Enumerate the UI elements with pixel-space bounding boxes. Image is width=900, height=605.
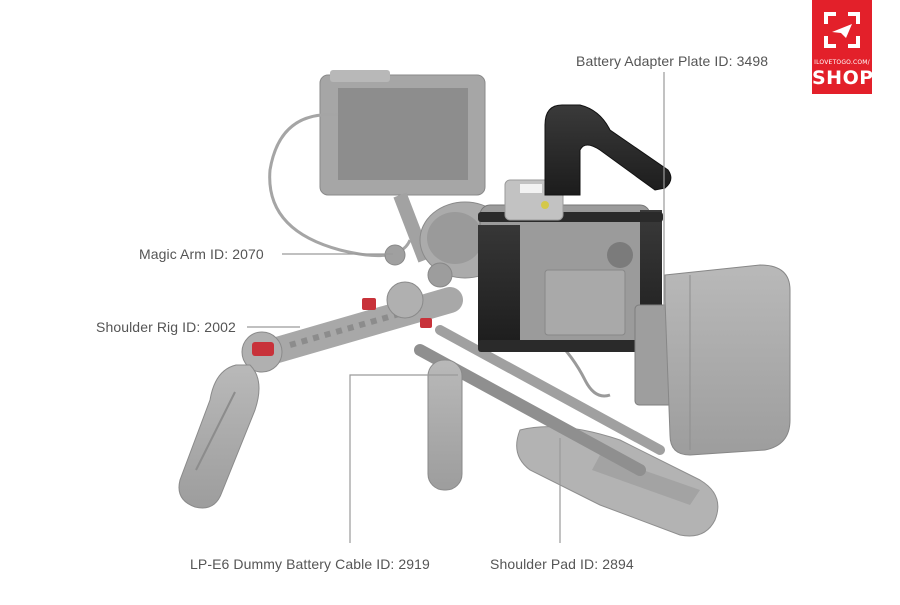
red-accent-2	[362, 298, 376, 310]
red-accent-1	[252, 342, 274, 356]
shop-logo[interactable]: ILOVETOGO.COM/ SHOP	[812, 0, 874, 94]
magic-arm-label: Magic Arm ID: 2070	[139, 246, 264, 262]
shoulder-rig-label: Shoulder Rig ID: 2002	[96, 319, 236, 335]
camera-dial	[607, 242, 633, 268]
rod-upper	[435, 325, 665, 455]
arm-knob-right	[386, 281, 424, 319]
magic-arm-joint	[384, 244, 406, 266]
battery-adapter-plate-label: Battery Adapter Plate ID: 3498	[576, 53, 769, 69]
rear-handle	[427, 359, 463, 491]
logo-tagline: ILOVETOGO.COM/	[814, 59, 870, 66]
camera-screen	[544, 269, 626, 336]
top-handle	[544, 104, 672, 196]
v-mount-battery	[664, 264, 791, 456]
paper-plane-icon	[824, 12, 860, 48]
red-accent-3	[420, 318, 432, 328]
shoulder-pad-label: Shoulder Pad ID: 2894	[490, 556, 634, 572]
hdmi-cable	[268, 113, 412, 258]
front-handle	[178, 364, 260, 509]
leader-dummy-cable	[349, 374, 458, 543]
dummy-battery-cable-label: LP-E6 Dummy Battery Cable ID: 2919	[190, 556, 430, 572]
shoulder-pad-plate	[592, 455, 700, 505]
logo-shop-text: SHOP	[812, 67, 874, 89]
shoulder-pad	[516, 426, 719, 537]
monitor-screen	[338, 88, 468, 180]
